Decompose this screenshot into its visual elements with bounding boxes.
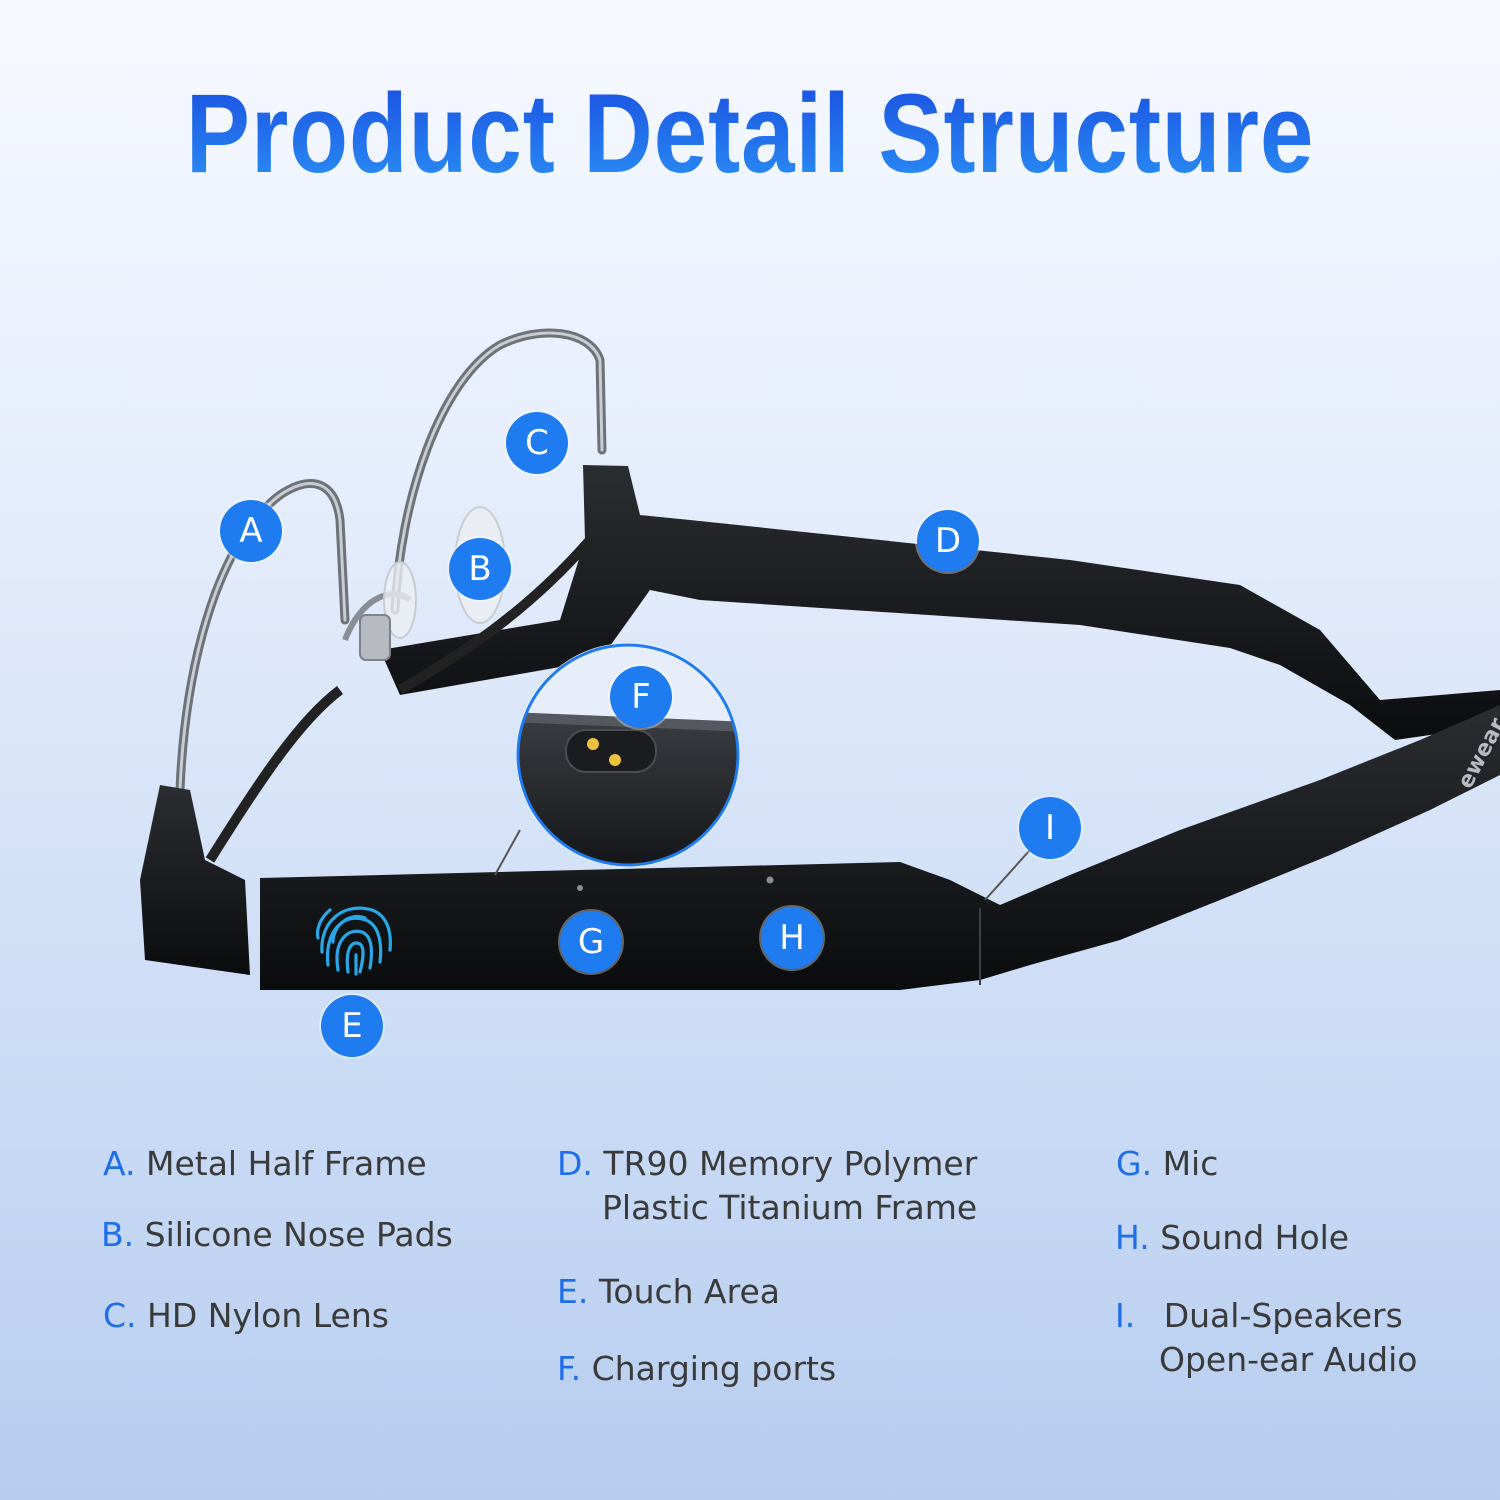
legend-item-d: D. TR90 Memory Polymer Plastic Titanium … <box>557 1142 977 1230</box>
legend-key: F. <box>557 1349 582 1388</box>
legend-label: Charging ports <box>591 1349 837 1388</box>
legend-label-line2: Plastic Titanium Frame <box>602 1188 978 1227</box>
callout-b: B <box>449 538 511 600</box>
legend-label: Touch Area <box>598 1272 780 1311</box>
legend-item-b: B. Silicone Nose Pads <box>101 1213 453 1257</box>
legend-item-a: A. Metal Half Frame <box>103 1142 427 1186</box>
charging-port-zoom <box>516 643 740 867</box>
legend-item-f: F. Charging ports <box>557 1347 836 1391</box>
legend-label-line2: Open-ear Audio <box>1159 1340 1418 1379</box>
legend-label: TR90 Memory Polymer <box>603 1144 978 1183</box>
legend-key: A. <box>103 1144 136 1183</box>
callout-e: E <box>321 995 383 1057</box>
callout-f: F <box>610 666 672 728</box>
near-temple-arm: ewear <box>260 705 1500 990</box>
fingerprint-icon <box>315 906 392 976</box>
legend-label: Mic <box>1162 1144 1219 1183</box>
legend-key: I. <box>1115 1296 1136 1335</box>
legend-key: C. <box>103 1296 137 1335</box>
callout-g: G <box>560 911 622 973</box>
legend-label: Sound Hole <box>1160 1218 1350 1257</box>
legend-key: B. <box>101 1215 135 1254</box>
callout-c: C <box>506 412 568 474</box>
far-temple-arm <box>380 465 1500 740</box>
callout-h: H <box>761 907 823 969</box>
legend-key: D. <box>557 1144 593 1183</box>
legend-key: G. <box>1116 1144 1153 1183</box>
legend-item-e: E. Touch Area <box>557 1270 780 1314</box>
legend-label: Metal Half Frame <box>145 1144 427 1183</box>
legend-key: E. <box>557 1272 589 1311</box>
legend-label: HD Nylon Lens <box>147 1296 389 1335</box>
callout-a: A <box>220 500 282 562</box>
legend-label: Silicone Nose Pads <box>144 1215 453 1254</box>
legend-key: H. <box>1115 1218 1150 1257</box>
page-title: Product Detail Structure <box>105 78 1395 190</box>
legend-item-c: C. HD Nylon Lens <box>103 1294 389 1338</box>
legend-item-g: G. Mic <box>1116 1142 1218 1186</box>
callout-d: D <box>917 510 979 572</box>
legend-item-h: H. Sound Hole <box>1115 1216 1349 1260</box>
legend-item-i: I. Dual-Speakers Open-ear Audio <box>1115 1294 1417 1382</box>
legend-label: Dual-Speakers <box>1163 1296 1403 1335</box>
callout-i: I <box>1019 797 1081 859</box>
